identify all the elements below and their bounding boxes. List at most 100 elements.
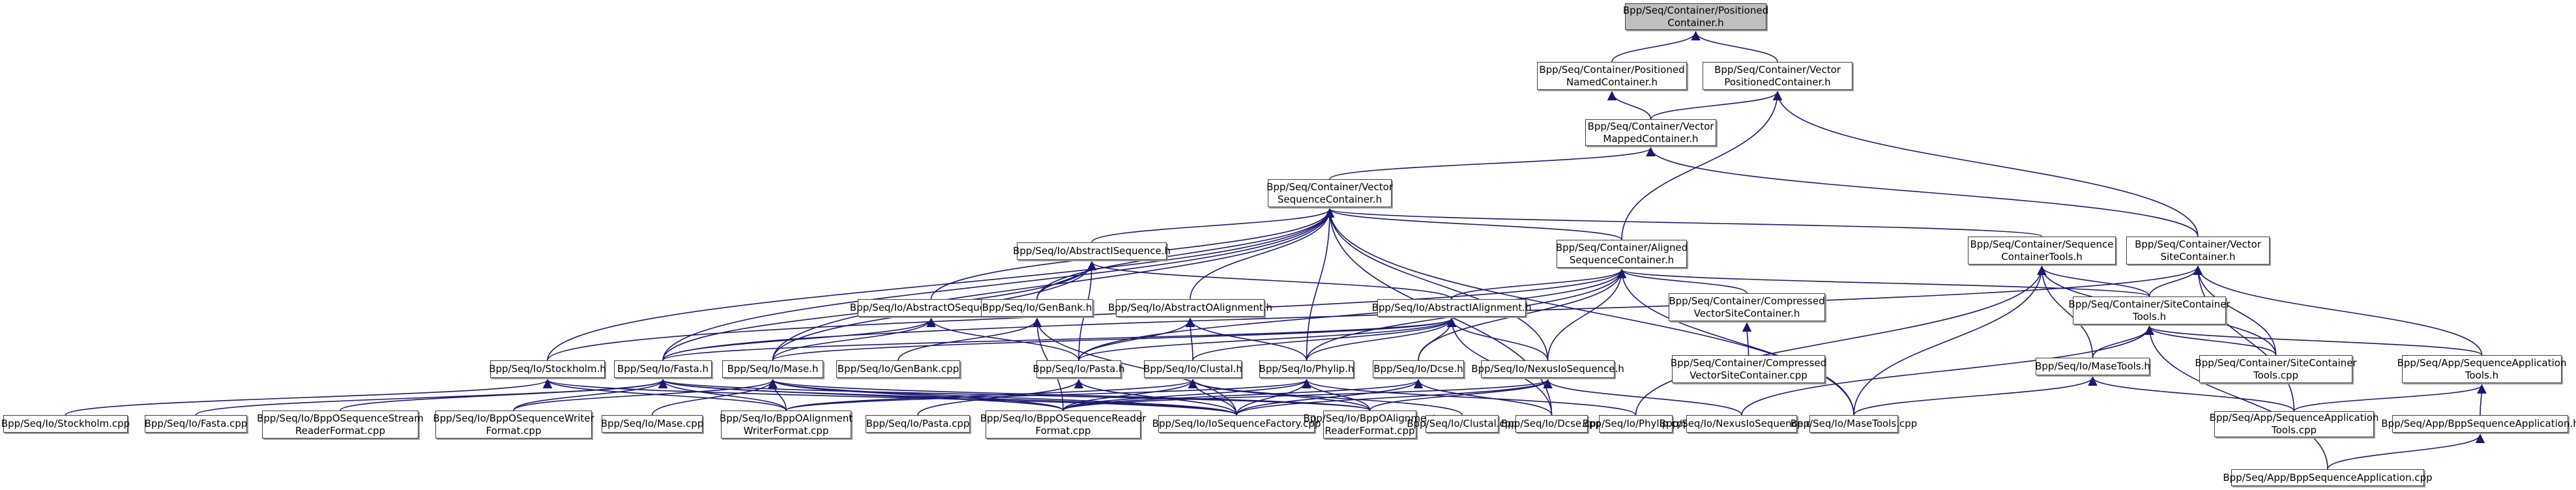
graph-node-bossrf[interactable]: Bpp/Seq/Io/BppOSequenceStream ReaderForm… [257,411,424,439]
edge-bsah-to-satoolsh [2477,384,2487,416]
edge-pastah-to-asc [1078,268,1627,361]
graph-node-sitect[interactable]: Bpp/Seq/Container/SiteContainer Tools.h [2068,296,2231,324]
edge-bsacpp-to-bsah [2327,433,2485,470]
edge-cvsch-to-asc [1617,268,1748,294]
edge-vsitec-to-vpc [1772,91,2199,237]
edge-aoa-to-vsc [1190,208,1335,300]
graph-node-pnc[interactable]: Bpp/Seq/Container/Positioned NamedContai… [1537,62,1687,90]
edge-sitect-to-vsitec [2148,265,2203,297]
graph-node-nexush[interactable]: Bpp/Seq/Io/NexusIoSequence.h [1471,360,1624,378]
graph-node-sitectcpp[interactable]: Bpp/Seq/Container/SiteContainer Tools.cp… [2195,355,2357,383]
graph-node-nexuscpp[interactable]: Bpp/Seq/Io/NexusIoSequence.cpp [1660,415,1824,433]
edge-boawf-to-clustalh [785,379,1197,411]
graph-node-clustalcpp[interactable]: Bpp/Seq/Io/Clustal.cpp [1407,415,1517,433]
graph-node-cvsch[interactable]: Bpp/Seq/Container/Compressed VectorSiteC… [1669,293,1825,321]
graph-node-bsacpp[interactable]: Bpp/Seq/App/BppSequenceApplication.cpp [2223,469,2433,486]
edge-ais-to-vsc [1091,208,1335,243]
graph-node-asc[interactable]: Bpp/Seq/Container/Aligned SequenceContai… [1556,240,1688,268]
graph-node-phyliph[interactable]: Bpp/Seq/Io/Phylip.h [1259,360,1354,378]
graph-node-boawf[interactable]: Bpp/Seq/Io/BppOAlignment WriterFormat.cp… [720,411,853,439]
graph-node-masetoolsh[interactable]: Bpp/Seq/Io/MaseTools.h [2035,358,2150,375]
edge-masetoolscpp-to-asc [1617,268,1854,416]
graph-node-aia[interactable]: Bpp/Seq/Io/AbstractIAlignment.h [1372,299,1531,317]
graph-node-clustalh[interactable]: Bpp/Seq/Io/Clustal.h [1143,360,1242,378]
graph-node-vpc[interactable]: Bpp/Seq/Container/Vector PositionedConta… [1703,62,1852,90]
edge-masetoolsh-to-sct [2037,265,2094,358]
edge-sct-to-vsc [1325,208,2043,237]
graph-node-vsitec[interactable]: Bpp/Seq/Container/Vector SiteContainer.h [2126,237,2270,265]
edge-clustalh-to-aoa [1185,317,1195,361]
graph-node-masetoolscpp[interactable]: Bpp/Seq/Io/MaseTools.cpp [1791,415,1917,433]
edge-vpc-to-root [1691,31,1778,63]
edge-iosf-to-stockh [543,379,1237,416]
edge-clustalh-to-aia [1192,317,1457,361]
edge-asc-to-vsc [1325,208,1622,240]
edge-boarf-to-nexush [1369,379,1553,411]
edge-masetoolscpp-to-masetoolsh [1853,376,2098,416]
graph-node-stockh[interactable]: Bpp/Seq/Io/Stockholm.h [489,360,606,378]
graph-node-bosrf[interactable]: Bpp/Seq/Io/BppOSequenceReader Format.cpp [980,411,1146,439]
edge-nexuscpp-to-sitect [1741,325,2154,416]
graph-node-genbankh[interactable]: Bpp/Seq/Io/GenBank.h [981,299,1093,317]
edge-boawf-to-stockh [543,379,787,411]
graph-node-cvsccpp[interactable]: Bpp/Seq/Container/Compressed VectorSiteC… [1671,355,1826,383]
edge-iosf-to-fastah [658,379,1237,416]
edge-bosrf-to-dcseh [1062,379,1423,411]
graph-node-ais[interactable]: Bpp/Seq/Io/AbstractISequence.h [1013,242,1171,260]
graph-node-genbankcpp[interactable]: Bpp/Seq/Io/GenBank.cpp [836,360,960,378]
edge-maseh-to-vsc [772,208,1335,361]
edge-vmc-to-pnc [1607,91,1652,120]
edge-phyliph-to-vsc [1306,208,1335,361]
graph-node-root[interactable]: Bpp/Seq/Container/Positioned Container.h [1623,3,1768,30]
edge-satoolsh-to-sitect [2144,325,2483,356]
graph-node-boarf[interactable]: Bpp/Seq/Io/BppOAlignment ReaderFormat.cp… [1303,411,1437,439]
graph-node-aoa[interactable]: Bpp/Seq/Io/AbstractOAlignment.h [1108,299,1272,317]
graph-node-satoolsh[interactable]: Bpp/Seq/App/SequenceApplication Tools.h [2397,355,2566,383]
graph-node-masecpp[interactable]: Bpp/Seq/Io/Mase.cpp [601,415,703,433]
edge-vsitec-to-vmc [1646,147,2199,237]
graph-node-satoolscpp[interactable]: Bpp/Seq/App/SequenceApplication Tools.cp… [2209,411,2379,437]
edge-pastah-to-aoa [1078,317,1195,361]
edge-fastah-to-aia [662,317,1456,361]
graph-node-vsc[interactable]: Bpp/Seq/Container/Vector SequenceContain… [1266,179,1393,207]
edge-satoolscpp-to-masetoolsh [2088,376,2295,412]
graph-node-iosf[interactable]: Bpp/Seq/Io/IoSequenceFactory.cpp [1152,415,1321,433]
edge-pastah-to-aia [1078,317,1456,361]
graph-node-fastacpp[interactable]: Bpp/Seq/Io/Fasta.cpp [145,415,247,433]
graph-node-bsah[interactable]: Bpp/Seq/App/BppSequenceApplication.h [2381,415,2576,433]
edge-maseh-to-aia [772,317,1456,361]
edge-cvsccpp-to-cvsch [1742,322,1752,356]
graph-node-pastah[interactable]: Bpp/Seq/Io/Pasta.h [1032,360,1125,378]
graph-node-pastacpp[interactable]: Bpp/Seq/Io/Pasta.cpp [866,415,970,433]
edge-bosrf-to-phyliph [1062,379,1311,411]
graph-node-maseh[interactable]: Bpp/Seq/Io/Mase.h [722,360,823,378]
edge-phylipcpp-to-sct [1635,265,2047,416]
edge-phyliph-to-aia [1306,317,1457,361]
graph-node-stockcpp[interactable]: Bpp/Seq/Io/Stockholm.cpp [1,415,130,433]
edge-stockh-to-vsc [547,208,1335,361]
edge-boawf-to-phyliph [785,379,1311,411]
edge-boarf-to-maseh [768,379,1371,411]
graph-node-phylipcpp[interactable]: Bpp/Seq/Io/Phylip.cpp [1583,415,1689,433]
edge-bosrf-to-nexush [1062,379,1553,411]
edge-nexuscpp-to-nexush [1543,379,1742,416]
graph-node-dcseh[interactable]: Bpp/Seq/Io/Dcse.h [1373,360,1464,378]
edge-sitect-to-asc [1617,268,2150,297]
graph-node-vmc[interactable]: Bpp/Seq/Container/Vector MappedContainer… [1585,119,1716,146]
graph-node-fastah[interactable]: Bpp/Seq/Io/Fasta.h [614,360,712,378]
edge-nexush-to-aia [1446,317,1549,361]
graph-node-dcsecpp[interactable]: Bpp/Seq/Io/Dcse.cpp [1501,415,1602,433]
edge-aia-to-asc [1451,268,1627,300]
edge-boswf-to-maseh [513,379,778,411]
edge-satoolscpp-to-vsitec [2193,265,2295,412]
graph-node-sct[interactable]: Bpp/Seq/Container/Sequence ContainerTool… [1968,237,2116,265]
graph-node-boswf[interactable]: Bpp/Seq/Io/BppOSequenceWriter Format.cpp [433,411,594,439]
graph-node-aos[interactable]: Bpp/Seq/Io/AbstractOSequence.h [850,299,1012,317]
edge-iosf-to-nexush [1236,379,1553,416]
edge-bosrf-to-maseh [768,379,1064,411]
edge-bosrf-to-clustalh [1062,379,1198,411]
edge-fastah-to-vsc [662,208,1335,361]
edge-vmc-to-vpc [1650,91,1783,120]
edge-satoolscpp-to-satoolsh [2293,384,2487,412]
